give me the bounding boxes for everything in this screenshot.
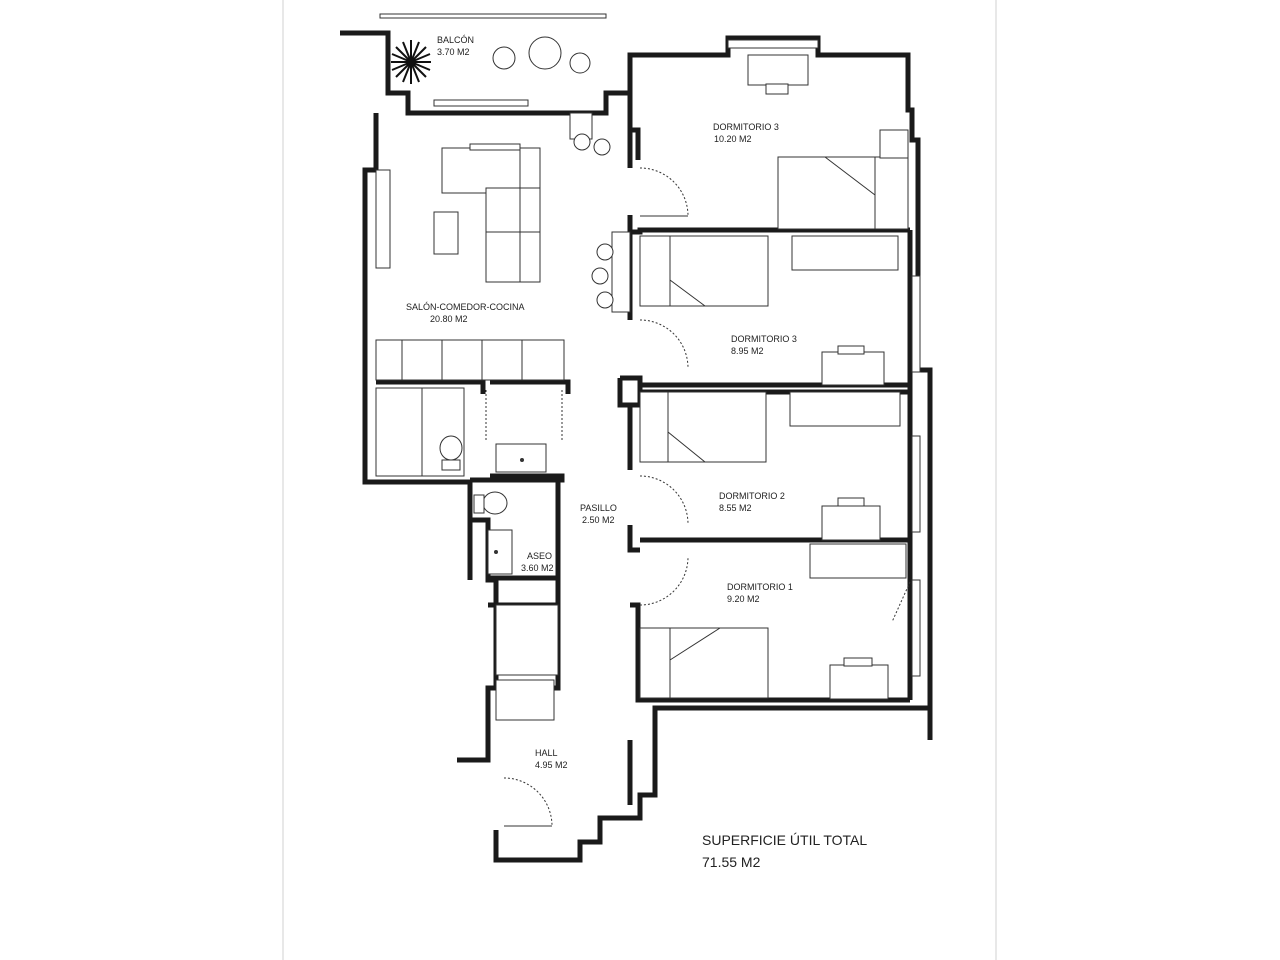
hall-cabinet [495,679,555,721]
shower-aseo [487,529,513,575]
room-label-balcon: BALCÓN 3.70 M2 [437,34,474,58]
room-name: DORMITORIO 2 [719,491,785,501]
bedroom-3a-window [727,39,819,49]
bathtub-main [495,443,547,473]
room-area: 20.80 M2 [430,314,468,324]
bedroom-3a-desk [747,54,809,86]
bedroom-1-furniture [639,543,921,700]
room-area: 8.55 M2 [719,503,752,513]
salon-furniture [375,112,631,381]
kitchen-bar [611,231,631,313]
room-label-dormitorio-2: DORMITORIO 2 8.55 M2 [719,490,785,514]
balcony-window [433,99,529,107]
balcony-table [528,36,562,70]
balcony-furniture [379,13,607,107]
room-name: DORMITORIO 3 [731,334,797,344]
bedroom-2-window [911,435,921,533]
bedroom-3b-desk [821,351,885,386]
hall-door [503,777,553,827]
balcony-chair-right [569,52,591,74]
balcony-railing [379,13,607,19]
hall-wardrobe [495,604,559,676]
balcony-chair-left [492,46,516,70]
aseo-fixtures [473,491,559,721]
kitchen-counter [375,339,565,381]
room-name: PASILLO [580,503,617,513]
room-label-pasillo: PASILLO 2.50 M2 [580,502,617,526]
bedroom-3b-window [911,275,921,373]
bedroom-2-desk [821,505,881,541]
room-label-dormitorio-3a: DORMITORIO 3 10.20 M2 [713,121,779,145]
bedroom-3a-bed [777,156,909,230]
total-area-title: SUPERFICIE ÚTIL TOTAL [702,832,868,848]
room-name: DORMITORIO 1 [727,582,793,592]
bedroom-3b-wardrobe [791,235,899,271]
room-area: 8.95 M2 [731,346,764,356]
bedroom-3a-door [639,167,689,217]
bedroom-2-bed [639,391,767,463]
room-area: 4.95 M2 [535,760,568,770]
room-area: 10.20 M2 [714,134,752,144]
room-area: 3.70 M2 [437,47,470,57]
total-area-value: 71.55 M2 [702,854,761,870]
toilet-aseo [482,491,508,515]
room-area: 3.60 M2 [521,563,554,573]
sofa-chaise [485,187,541,283]
bedroom-3b-furniture [639,235,921,386]
room-label-dormitorio-1: DORMITORIO 1 9.20 M2 [727,581,793,605]
room-name: SALÓN-COMEDOR-COCINA [406,302,525,312]
bathroom-fixtures [375,387,563,477]
room-label-hall: HALL 4.95 M2 [535,747,568,771]
room-label-salon: SALÓN-COMEDOR-COCINA 20.80 M2 [406,301,525,325]
bedroom-1-door [639,556,689,606]
total-area-block: SUPERFICIE ÚTIL TOTAL 71.55 M2 [702,829,867,873]
room-name: HALL [535,748,558,758]
bedroom-1-wardrobe [809,543,907,579]
bedroom-1-desk [829,664,889,700]
bedroom-1-bed [639,627,769,699]
bedroom-2-furniture [639,391,921,541]
bedroom-3a-furniture [639,39,909,230]
plant-icon [391,40,431,84]
room-area: 9.20 M2 [727,594,760,604]
bedroom-3b-door [639,319,689,369]
bedroom-3b-bed [639,235,769,307]
room-area: 2.50 M2 [582,515,615,525]
room-label-aseo: ASEO 3.60 M2 [521,550,554,574]
coffee-table [433,211,459,255]
sofa-back [441,147,541,194]
room-name: DORMITORIO 3 [713,122,779,132]
bedroom-2-wardrobe [789,391,901,427]
bedroom-1-window [911,579,921,677]
toilet-main [439,435,463,461]
room-label-dormitorio-3b: DORMITORIO 3 8.95 M2 [731,333,797,357]
tv-unit [375,169,391,269]
room-name: ASEO [527,551,553,561]
bedroom-2-door [639,475,689,525]
room-name: BALCÓN [437,35,475,45]
